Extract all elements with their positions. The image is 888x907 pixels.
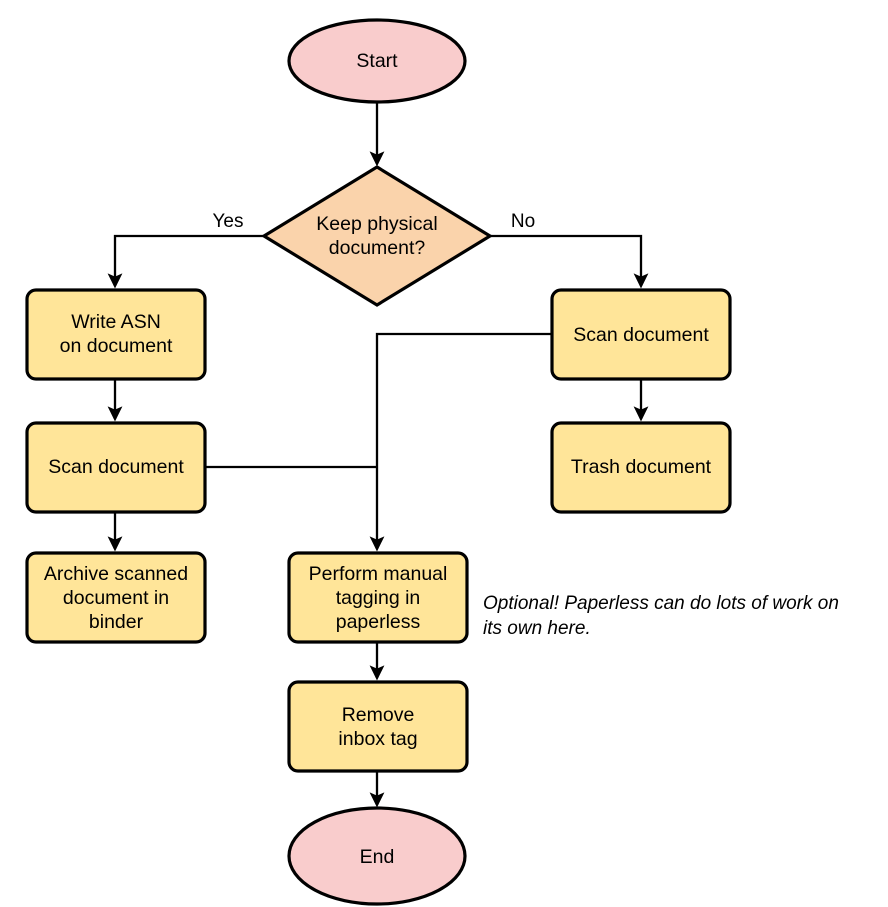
node-decision-keep-physical-document[interactable]: Keep physical document? [260, 165, 494, 307]
node-trash-document[interactable]: Trash document [550, 421, 732, 514]
edge-decision-no: No [490, 211, 649, 289]
node-scan-document-right-label: Scan document [573, 324, 709, 346]
edge-label-no: No [511, 211, 535, 232]
node-scan-document-left-label: Scan document [48, 456, 184, 478]
node-scan-document-right[interactable]: Scan document [550, 288, 732, 381]
node-scan-document-left[interactable]: Scan document [25, 421, 207, 514]
node-start-label: Start [356, 50, 398, 72]
annotation-line2: its own here. [483, 618, 591, 639]
node-archive-label-line2: document in [63, 587, 169, 609]
node-end-label: End [360, 846, 395, 868]
node-end[interactable]: End [287, 806, 467, 906]
node-tagging-label-line2: tagging in [336, 587, 421, 609]
node-decision-label-line2: document? [329, 237, 426, 259]
node-remove-label-line1: Remove [342, 704, 415, 726]
node-write-asn-label-line1: Write ASN [71, 311, 161, 333]
node-trash-document-label: Trash document [571, 456, 712, 478]
node-remove-inbox-tag[interactable]: Remove inbox tag [287, 680, 469, 773]
node-perform-manual-tagging[interactable]: Perform manual tagging in paperless [287, 551, 469, 644]
annotation-optional-note: Optional! Paperless can do lots of work … [483, 593, 839, 639]
annotation-line1: Optional! Paperless can do lots of work … [483, 593, 839, 614]
node-archive-label-line3: binder [89, 611, 144, 633]
node-write-asn[interactable]: Write ASN on document [25, 288, 207, 381]
node-remove-label-line2: inbox tag [338, 728, 417, 750]
edge-decision-yes: Yes [107, 211, 264, 289]
node-decision-label-line1: Keep physical [316, 213, 437, 235]
edge-label-yes: Yes [213, 211, 244, 232]
node-tagging-label-line1: Perform manual [309, 563, 448, 585]
node-archive-label-line1: Archive scanned [44, 563, 188, 585]
edge-scanright-to-tagging [369, 332, 552, 552]
node-start[interactable]: Start [287, 18, 467, 104]
node-write-asn-label-line2: on document [60, 335, 173, 357]
node-archive-scanned-document[interactable]: Archive scanned document in binder [25, 551, 207, 644]
node-tagging-label-line3: paperless [336, 611, 421, 633]
